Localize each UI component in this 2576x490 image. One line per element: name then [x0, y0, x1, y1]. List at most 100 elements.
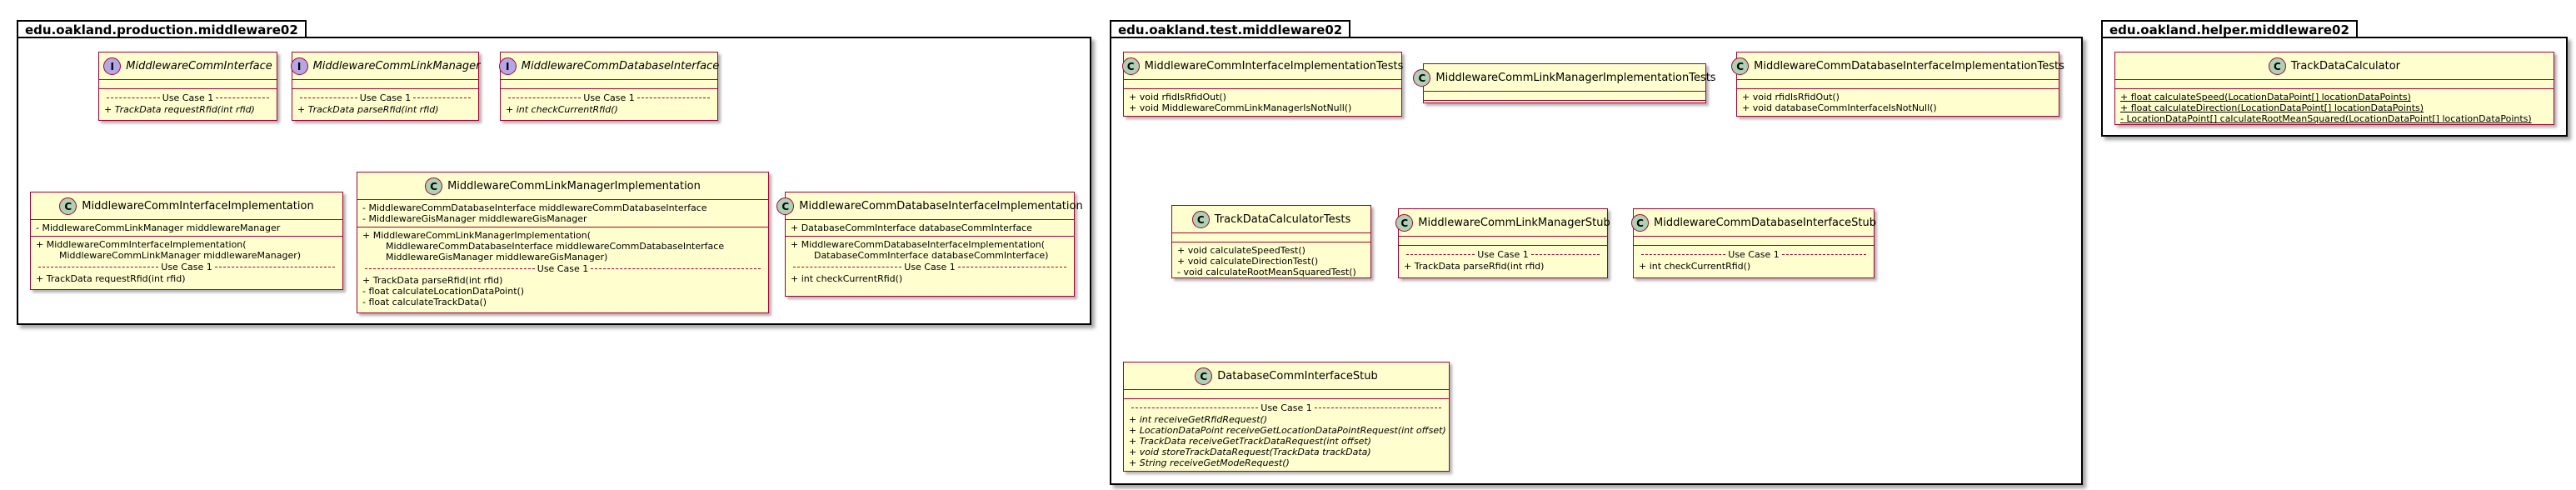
methods-section: Use Case 1 + TrackData parseRfid(int rfi…	[1399, 245, 1607, 274]
class-database-comm-interface-stub[interactable]: C DatabaseCommInterfaceStub Use Case 1 +…	[1123, 362, 1450, 472]
class-header: C MiddlewareCommDatabaseInterfaceImpleme…	[776, 192, 1083, 219]
fields-section	[1172, 232, 1370, 242]
class-icon: C	[1395, 214, 1414, 232]
class-header: I MiddlewareCommInterface	[99, 52, 277, 79]
package-name: edu.oakland.helper.middleware02	[2101, 20, 2358, 38]
class-name: MiddlewareCommLinkManager	[312, 60, 481, 72]
class-icon: C	[776, 198, 795, 215]
class-header: I MiddlewareCommLinkManager	[290, 52, 481, 79]
section-separator: Use Case 1	[362, 263, 763, 274]
field-row: - MiddlewareGisManager middlewareGisMana…	[362, 213, 587, 224]
section-separator: Use Case 1	[506, 92, 712, 103]
class-middleware-comm-database-interface-implementation[interactable]: C MiddlewareCommDatabaseInterfaceImpleme…	[776, 192, 1083, 297]
method-row: MiddlewareCommLinkManager middlewareMana…	[36, 250, 302, 261]
package-helper: edu.oakland.helper.middleware02 C TrackD…	[2101, 20, 2568, 137]
class-track-data-calculator[interactable]: C TrackDataCalculator + float calculateS…	[2114, 52, 2554, 125]
method-row: + int checkCurrentRfid()	[791, 273, 903, 284]
class-middleware-comm-interface-implementation[interactable]: C MiddlewareCommInterfaceImplementation …	[30, 192, 343, 290]
methods-section: + void rfidIsRfidOut() + void databaseCo…	[1737, 88, 2059, 116]
class-name: TrackDataCalculatorTests	[1214, 213, 1351, 226]
method-row: + TrackData parseRfid(int rfid)	[362, 275, 503, 286]
method-row: DatabaseCommInterface databaseCommInterf…	[791, 250, 1049, 261]
interface-middleware-comm-database-interface[interactable]: I MiddlewareCommDatabaseInterface Use Ca…	[498, 52, 720, 121]
method-row: MiddlewareCommDatabaseInterface middlewa…	[362, 241, 725, 252]
class-name: MiddlewareCommInterfaceImplementationTes…	[1144, 60, 1404, 72]
method-row: + TrackData parseRfid(int rfid)	[297, 104, 439, 115]
method-row: + LocationDataPoint receiveGetLocationDa…	[1129, 425, 1446, 436]
class-icon: C	[1195, 368, 1213, 385]
methods-section: + void calculateSpeedTest() + void calcu…	[1172, 242, 1370, 280]
class-middleware-comm-database-interface-implementation-tests[interactable]: C MiddlewareCommDatabaseInterfaceImpleme…	[1731, 52, 2064, 117]
method-row: + void calculateDirectionTest()	[1177, 256, 1319, 267]
method-row: - void calculateRootMeanSquaredTest()	[1177, 267, 1356, 278]
section-separator: Use Case 1	[297, 92, 473, 103]
interface-middleware-comm-link-manager[interactable]: I MiddlewareCommLinkManager Use Case 1 +…	[290, 52, 481, 121]
class-name: MiddlewareCommLinkManagerStub	[1418, 217, 1610, 229]
package-production: edu.oakland.production.middleware02 I Mi…	[17, 20, 1091, 325]
package-name: edu.oakland.test.middleware02	[1110, 20, 1351, 38]
class-header: C MiddlewareCommLinkManagerImplementatio…	[1413, 64, 1716, 91]
class-header: C MiddlewareCommLinkManagerImplementatio…	[357, 172, 768, 199]
methods-section: + MiddlewareCommInterfaceImplementation(…	[31, 236, 342, 287]
class-name: MiddlewareCommDatabaseInterface	[521, 60, 720, 72]
section-separator: Use Case 1	[104, 92, 272, 103]
method-row: + void MiddlewareCommLinkManagerIsNotNul…	[1129, 102, 1352, 113]
class-name: MiddlewareCommInterface	[126, 60, 272, 72]
method-row: + MiddlewareCommInterfaceImplementation(	[36, 239, 247, 250]
class-name: TrackDataCalculator	[2290, 60, 2401, 72]
method-row: + TrackData requestRfid(int rfid)	[36, 273, 186, 284]
methods-section: + void rfidIsRfidOut() + void Middleware…	[1124, 88, 1401, 116]
interface-icon: I	[290, 58, 308, 75]
fields-section	[1737, 79, 2059, 88]
section-separator: Use Case 1	[1129, 402, 1444, 413]
method-row: + MiddlewareCommLinkManagerImplementatio…	[362, 230, 592, 241]
class-header: C MiddlewareCommLinkManagerStub	[1395, 209, 1610, 236]
fields-section	[1424, 91, 1705, 100]
field-row: + DatabaseCommInterface databaseCommInte…	[791, 222, 1032, 233]
method-row: - LocationDataPoint[] calculateRootMeanS…	[2120, 113, 2532, 124]
methods-section: Use Case 1 + int checkCurrentRfid()	[1634, 245, 1874, 274]
section-separator: Use Case 1	[36, 262, 337, 272]
class-name: MiddlewareCommInterfaceImplementation	[82, 200, 314, 212]
class-middleware-comm-link-manager-implementation-tests[interactable]: C MiddlewareCommLinkManagerImplementatio…	[1413, 63, 1716, 103]
class-icon: C	[1413, 69, 1431, 87]
class-track-data-calculator-tests[interactable]: C TrackDataCalculatorTests + void calcul…	[1171, 205, 1371, 278]
method-row: + String receiveGetModeRequest()	[1129, 458, 1290, 468]
interface-icon: I	[498, 58, 517, 75]
fields-section	[2115, 79, 2554, 88]
class-header: I MiddlewareCommDatabaseInterface	[498, 52, 720, 79]
class-middleware-comm-interface-implementation-tests[interactable]: C MiddlewareCommInterfaceImplementationT…	[1121, 52, 1404, 117]
field-row: - MiddlewareCommDatabaseInterface middle…	[362, 202, 707, 213]
methods-section: + float calculateSpeed(LocationDataPoint…	[2115, 88, 2554, 127]
package-test: edu.oakland.test.middleware02 C Middlewa…	[1110, 20, 2083, 485]
class-icon: C	[2268, 58, 2286, 75]
class-header: C DatabaseCommInterfaceStub	[1124, 362, 1449, 389]
method-row: + TrackData requestRfid(int rfid)	[104, 104, 255, 115]
class-icon: C	[1191, 211, 1210, 228]
class-header: C MiddlewareCommInterfaceImplementation	[31, 192, 342, 219]
methods-section: + MiddlewareCommLinkManagerImplementatio…	[357, 227, 768, 310]
method-row: + float calculateDirection(LocationDataP…	[2120, 102, 2424, 113]
fields-section	[1124, 79, 1401, 88]
section-separator: Use Case 1	[1404, 249, 1602, 260]
class-header: C MiddlewareCommDatabaseInterfaceImpleme…	[1731, 52, 2064, 79]
class-middleware-comm-link-manager-stub[interactable]: C MiddlewareCommLinkManagerStub Use Case…	[1395, 208, 1610, 278]
method-row: + void storeTrackDataRequest(TrackData t…	[1129, 447, 1371, 458]
method-row: + int checkCurrentRfid()	[1639, 261, 1751, 272]
class-icon: C	[1121, 58, 1140, 75]
class-middleware-comm-link-manager-implementation[interactable]: C MiddlewareCommLinkManagerImplementatio…	[357, 172, 769, 313]
fields-section	[99, 79, 277, 88]
fields-section: - MiddlewareCommLinkManager middlewareMa…	[31, 219, 342, 236]
fields-section	[1634, 236, 1874, 245]
class-middleware-comm-database-interface-stub[interactable]: C MiddlewareCommDatabaseInterfaceStub Us…	[1630, 208, 1876, 278]
class-header: C MiddlewareCommInterfaceImplementationT…	[1121, 52, 1404, 79]
methods-section	[1424, 100, 1705, 109]
fields-section	[1124, 389, 1449, 398]
class-name: MiddlewareCommDatabaseInterfaceImplement…	[1754, 60, 2064, 72]
fields-section: - MiddlewareCommDatabaseInterface middle…	[357, 199, 768, 227]
class-name: MiddlewareCommLinkManagerImplementationT…	[1435, 72, 1716, 84]
class-icon: C	[59, 198, 77, 215]
method-row: - float calculateTrackData()	[362, 297, 487, 308]
class-header: C TrackDataCalculatorTests	[1172, 206, 1370, 232]
interface-middleware-comm-interface[interactable]: I MiddlewareCommInterface Use Case 1 + T…	[98, 52, 277, 121]
